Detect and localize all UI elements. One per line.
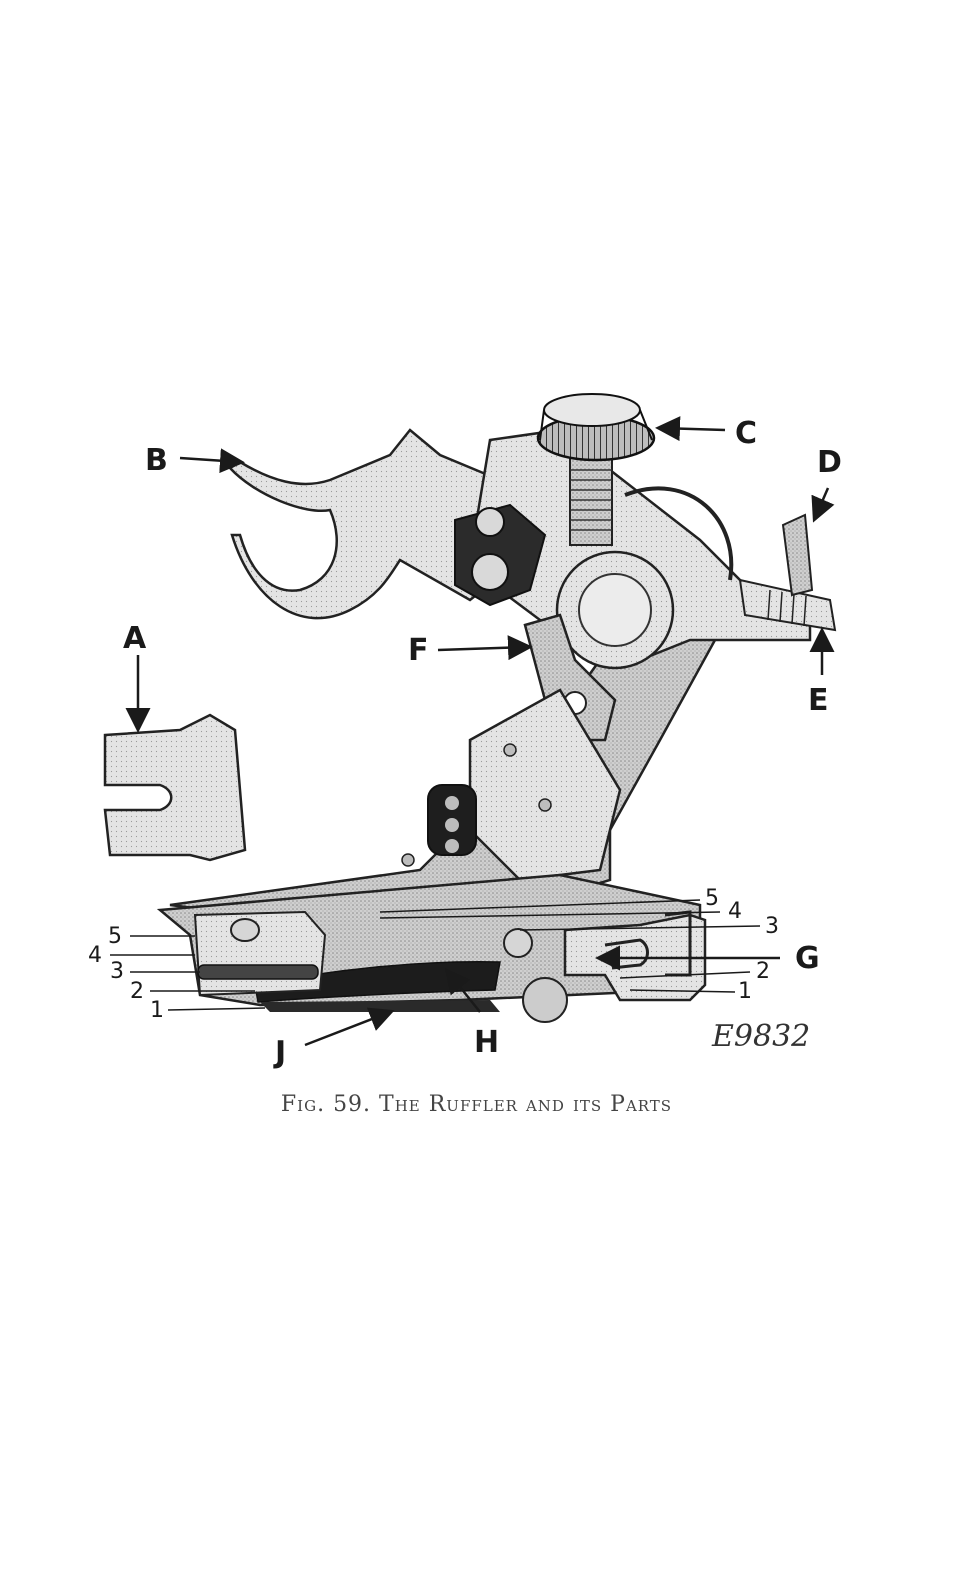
left-layer-1: 1 <box>150 998 164 1023</box>
label-F: F <box>408 633 429 668</box>
label-A: A <box>123 621 147 656</box>
label-B: B <box>145 443 168 478</box>
right-layer-2: 2 <box>756 959 770 984</box>
right-layer-4: 4 <box>728 899 742 924</box>
left-layer-5: 5 <box>108 924 122 949</box>
label-H: H <box>474 1025 499 1060</box>
label-G: G <box>795 941 820 976</box>
left-layer-4: 4 <box>88 943 102 968</box>
right-layer-5: 5 <box>705 886 719 911</box>
left-layer-3: 3 <box>110 959 124 984</box>
ruffler-illustration: A B C D E F G H J 5 4 3 2 1 5 4 3 2 1 E9… <box>0 0 953 1080</box>
label-E: E <box>808 683 829 718</box>
label-D: D <box>817 445 842 480</box>
right-layer-1: 1 <box>738 979 752 1004</box>
presser-foot <box>105 715 245 860</box>
plate-number: E9832 <box>711 1019 810 1054</box>
figure-caption: Fig. 59. The Ruffler and its Parts <box>0 1092 953 1117</box>
left-layer-2: 2 <box>130 979 144 1004</box>
ruffler-mechanism <box>105 394 835 1022</box>
stroke-lever <box>740 515 835 630</box>
right-layer-3: 3 <box>765 914 779 939</box>
label-J: J <box>273 1035 286 1070</box>
label-C: C <box>735 416 757 451</box>
